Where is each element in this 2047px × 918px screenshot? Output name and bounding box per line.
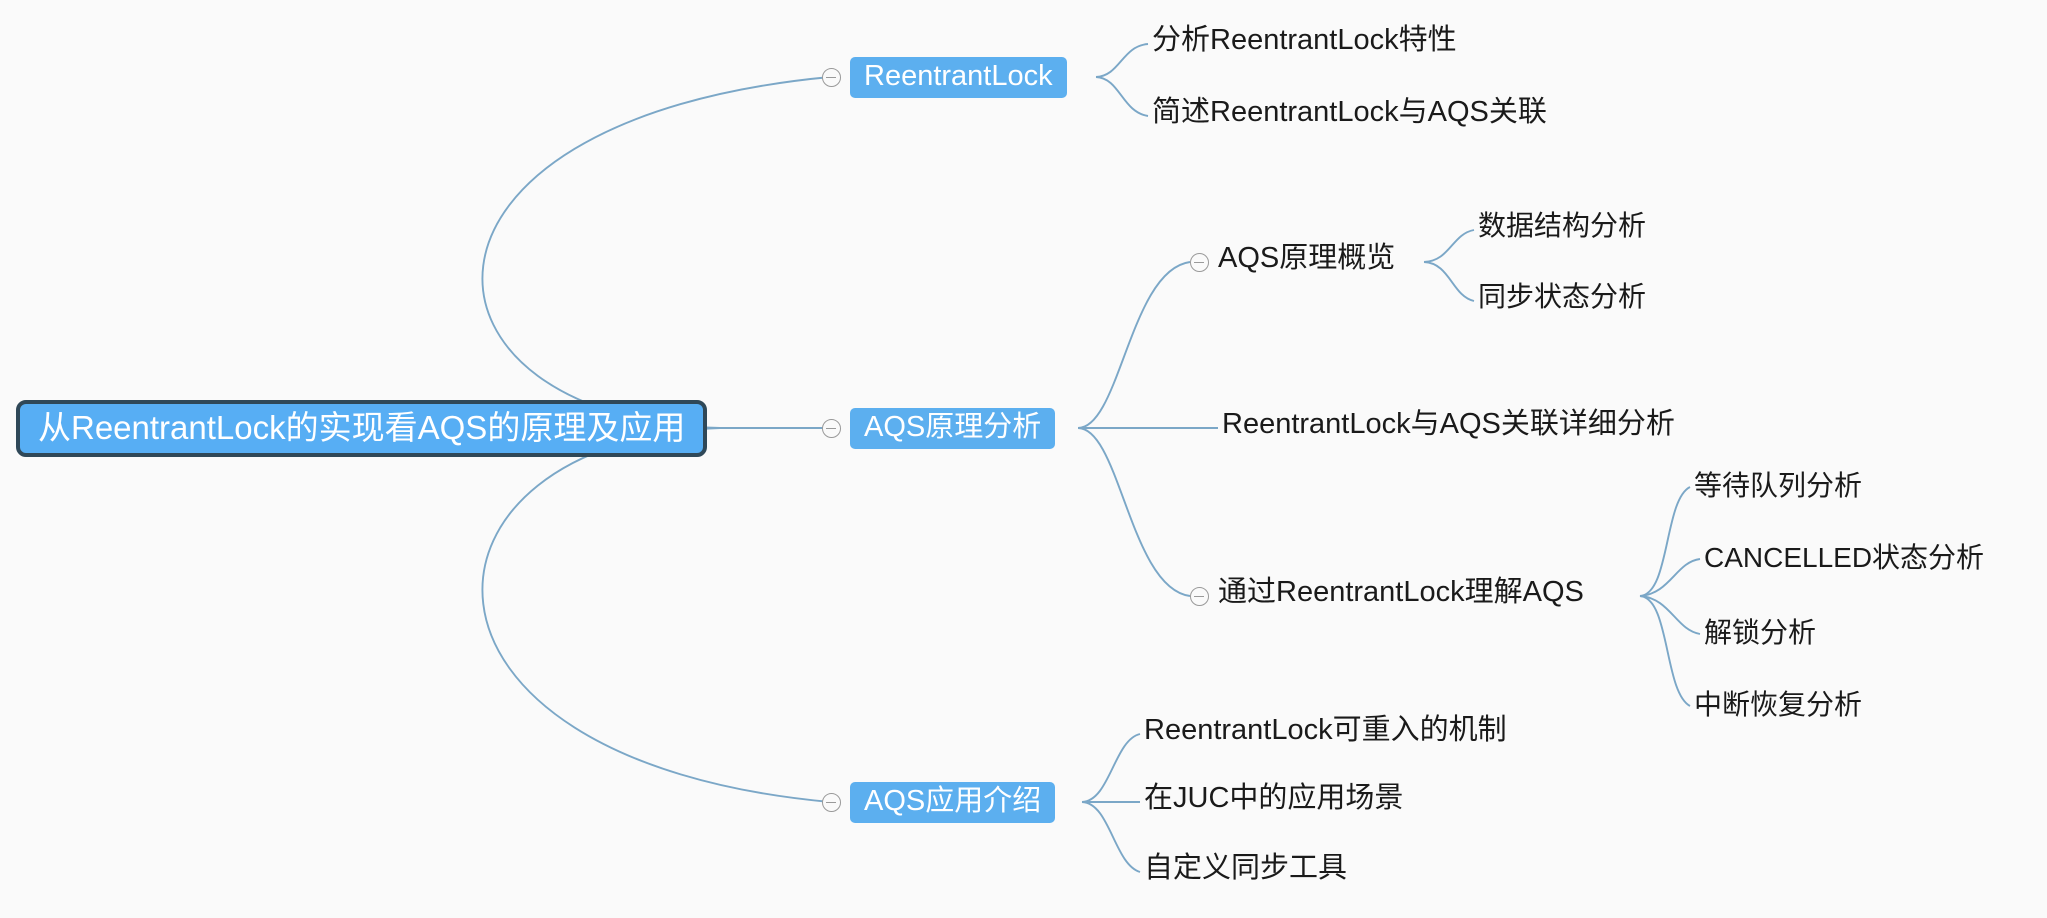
leaf-node-aqs-overview-1-label: 数据结构分析 [1478, 210, 1647, 241]
leaf-node-aqs-overview-1[interactable]: 数据结构分析 [1478, 212, 1646, 240]
leaf-node-aqs-application-3[interactable]: 自定义同步工具 [1144, 854, 1347, 883]
leaf-node-aqs-application-2-label: 在JUC中的应用场景 [1144, 782, 1404, 814]
leaf-node-aqs-application-1-label: ReentrantLock可重入的机制 [1144, 714, 1507, 746]
toggle-aqs-application[interactable] [822, 793, 841, 812]
leaf-node-understand-aqs-3-label: 解锁分析 [1704, 617, 1817, 648]
sub-node-aqs-relation-detail-label: ReentrantLock与AQS关联详细分析 [1222, 408, 1675, 440]
sub-node-aqs-overview[interactable]: AQS原理概览 [1218, 244, 1395, 273]
leaf-node-reentrantlock-1-label: 分析ReentrantLock特性 [1152, 24, 1457, 56]
edge-reentrantlock-to-leaf2 [1095, 76, 1149, 117]
branch-node-aqs-application-label: AQS应用介绍 [864, 784, 1042, 817]
leaf-node-reentrantlock-2-label: 简述ReentrantLock与AQS关联 [1152, 96, 1547, 128]
toggle-understand-aqs[interactable] [1190, 587, 1209, 606]
leaf-node-understand-aqs-1-label: 等待队列分析 [1694, 470, 1863, 501]
branch-node-aqs-application[interactable]: AQS应用介绍 [850, 782, 1056, 823]
edge-application-to-leaf3 [1081, 801, 1141, 873]
edge-aqs-principle-to-understand [1077, 427, 1191, 597]
edge-understand-to-leaf1 [1639, 486, 1691, 597]
leaf-node-aqs-application-2[interactable]: 在JUC中的应用场景 [1144, 784, 1403, 813]
branch-node-reentrantlock-label: ReentrantLock [864, 59, 1053, 92]
edge-root-to-reentrantlock [481, 76, 831, 429]
leaf-node-aqs-application-1[interactable]: ReentrantLock可重入的机制 [1144, 716, 1507, 745]
leaf-node-understand-aqs-2-label: CANCELLED状态分析 [1704, 542, 1985, 573]
edge-root-to-aqs-application [481, 427, 831, 803]
toggle-aqs-principle[interactable] [822, 419, 841, 438]
edge-reentrantlock-to-leaf1 [1095, 43, 1149, 78]
sub-node-aqs-relation-detail[interactable]: ReentrantLock与AQS关联详细分析 [1222, 410, 1675, 439]
edge-overview-to-leaf1 [1423, 229, 1475, 263]
leaf-node-understand-aqs-4[interactable]: 中断恢复分析 [1694, 691, 1862, 719]
edge-understand-to-leaf3 [1639, 595, 1701, 635]
branch-node-aqs-principle[interactable]: AQS原理分析 [850, 408, 1056, 449]
sub-node-aqs-overview-label: AQS原理概览 [1218, 242, 1396, 274]
edge-application-to-leaf1 [1081, 733, 1141, 803]
root-node[interactable]: 从ReentrantLock的实现看AQS的原理及应用 [16, 400, 708, 457]
branch-node-aqs-principle-label: AQS原理分析 [864, 410, 1042, 443]
leaf-node-aqs-overview-2-label: 同步状态分析 [1478, 281, 1647, 312]
leaf-node-understand-aqs-1[interactable]: 等待队列分析 [1694, 472, 1862, 500]
leaf-node-aqs-overview-2[interactable]: 同步状态分析 [1478, 283, 1646, 311]
root-node-label: 从ReentrantLock的实现看AQS的原理及应用 [38, 408, 686, 446]
leaf-node-reentrantlock-2[interactable]: 简述ReentrantLock与AQS关联 [1152, 98, 1547, 127]
branch-node-reentrantlock[interactable]: ReentrantLock [850, 57, 1067, 98]
leaf-node-aqs-application-3-label: 自定义同步工具 [1144, 852, 1348, 884]
sub-node-understand-aqs-label: 通过ReentrantLock理解AQS [1218, 576, 1584, 608]
leaf-node-understand-aqs-2[interactable]: CANCELLED状态分析 [1704, 544, 1984, 572]
toggle-aqs-overview[interactable] [1190, 253, 1209, 272]
leaf-node-understand-aqs-4-label: 中断恢复分析 [1694, 689, 1863, 720]
leaf-node-understand-aqs-3[interactable]: 解锁分析 [1704, 619, 1816, 647]
edge-understand-to-leaf4 [1639, 595, 1691, 707]
edge-understand-to-leaf2 [1639, 558, 1701, 597]
leaf-node-reentrantlock-1[interactable]: 分析ReentrantLock特性 [1152, 26, 1457, 55]
edge-overview-to-leaf2 [1423, 261, 1475, 302]
toggle-reentrantlock[interactable] [822, 68, 841, 87]
sub-node-understand-aqs[interactable]: 通过ReentrantLock理解AQS [1218, 578, 1584, 607]
edge-aqs-principle-to-overview [1077, 261, 1191, 429]
